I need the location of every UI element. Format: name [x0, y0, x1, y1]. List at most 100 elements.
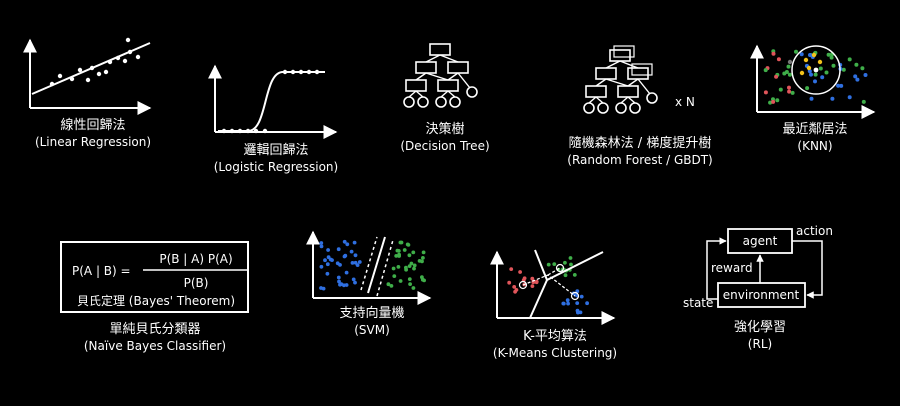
tree-leaf: [646, 92, 658, 104]
tree-node: [415, 61, 437, 74]
scatter-point: [282, 69, 288, 75]
knn-query-point: [813, 67, 819, 73]
scatter-point: [89, 65, 95, 71]
scatter-point: [290, 69, 296, 75]
kmeans-point: [561, 301, 566, 306]
svm-point: [394, 254, 399, 258]
tree-edge: [605, 78, 629, 87]
logistic-regression-icon: [208, 64, 338, 139]
knn-point: [818, 66, 823, 71]
bayes-formula-box: P(A | B) = P(B | A) P(A) P(B) 貝氏定理 (Baye…: [60, 241, 249, 313]
tree-node: [447, 61, 469, 74]
knn-point: [847, 95, 852, 100]
rl-diagram: agent environment action reward state: [683, 224, 833, 310]
bayes-denominator: P(B): [184, 276, 209, 290]
tree-edge: [415, 90, 424, 98]
knn-point: [847, 57, 852, 62]
svm-point: [421, 256, 425, 260]
svm-point: [328, 257, 333, 262]
caption-random-forest: 隨機森林法 / 梯度提升樹 (Random Forest / GBDT): [567, 136, 713, 167]
svm-point: [336, 275, 341, 280]
knn-point: [763, 90, 768, 95]
state-label: state: [683, 296, 713, 310]
knn-point: [820, 75, 825, 80]
reward-label: reward: [711, 261, 753, 275]
svm-point: [402, 248, 407, 252]
scatter-point: [127, 49, 133, 55]
tree-node: [437, 79, 459, 92]
knn-point: [831, 63, 836, 68]
tree-node: [405, 79, 427, 92]
caption-knn: 最近鄰居法 (KNN): [782, 122, 848, 153]
kmeans-point: [507, 280, 512, 285]
tree-node: [585, 85, 607, 98]
kmeans-point: [578, 310, 583, 315]
scatter-point: [49, 81, 55, 87]
scatter-point: [298, 69, 304, 75]
knn-point: [863, 73, 868, 77]
knn-point: [841, 67, 846, 72]
svm-point: [344, 283, 349, 287]
scatter-point: [306, 69, 312, 75]
tree-edge: [588, 96, 597, 104]
knn-point: [784, 70, 789, 74]
scatter-point: [103, 69, 109, 75]
knn-point: [775, 98, 780, 103]
caption-svm: 支持向量機 (SVM): [339, 306, 405, 337]
knn-point: [787, 59, 793, 65]
scatter-point: [96, 71, 102, 77]
knn-neighbor-point: [811, 52, 817, 58]
knn-point: [787, 72, 792, 77]
scatter-point: [135, 54, 141, 60]
svm-point: [353, 280, 357, 285]
scatter-point: [229, 128, 235, 134]
kmeans-point: [579, 294, 584, 299]
tree-leaf: [449, 96, 461, 108]
tree-edge: [595, 96, 604, 104]
tree-leaf: [583, 102, 595, 114]
svm-point: [357, 260, 362, 264]
tree-edge: [637, 78, 651, 95]
kmeans-point: [513, 289, 517, 294]
tree-edge: [595, 78, 607, 87]
knn-point: [790, 90, 795, 95]
knn-point: [830, 96, 835, 101]
random-forest-icon: [583, 45, 658, 114]
kmeans-point: [575, 301, 580, 305]
kmeans-icon: [490, 249, 616, 325]
tree-edge: [605, 60, 621, 69]
scatter-point: [122, 58, 128, 64]
knn-point: [768, 100, 773, 105]
knn-neighbor-point: [817, 59, 823, 65]
scatter-point: [221, 128, 227, 134]
tree-edge: [457, 72, 471, 89]
kmeans-point: [530, 284, 535, 288]
svm-icon: [306, 230, 432, 305]
kmeans-point: [563, 260, 567, 265]
knn-neighbor-point: [803, 57, 809, 63]
knn-icon: [750, 44, 876, 119]
knn-point: [786, 64, 791, 69]
tree-edge: [620, 96, 629, 104]
knn-point: [787, 89, 792, 94]
knn-point: [836, 83, 841, 88]
tree-edge: [447, 72, 459, 81]
svm-point: [395, 248, 400, 253]
svm-point: [350, 261, 355, 265]
tree-edge: [408, 90, 417, 98]
svm-point: [319, 244, 324, 249]
environment-box: [717, 282, 806, 308]
svm-point: [405, 242, 410, 247]
tree-leaf: [403, 96, 415, 108]
scatter-point: [237, 128, 243, 134]
caption-kmeans: K-平均算法 (K-Means Clustering): [492, 329, 618, 360]
svm-point: [411, 286, 416, 290]
kmeans-point: [563, 273, 568, 278]
kmeans-point: [534, 279, 539, 284]
svm-point: [417, 259, 422, 263]
svm-point: [338, 282, 342, 287]
svm-point: [323, 258, 327, 263]
knn-neighbor-point: [806, 65, 812, 71]
kmeans-point: [530, 276, 535, 281]
knn-point: [829, 55, 834, 60]
